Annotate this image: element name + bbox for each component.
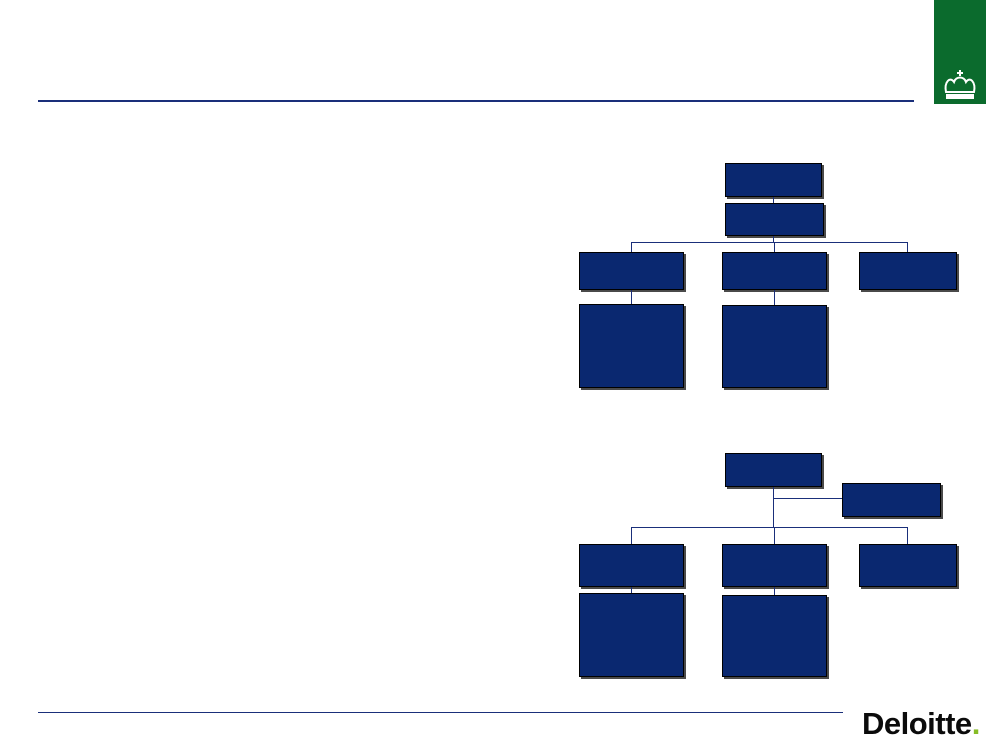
connector [907,242,908,252]
org-box-bottom-middle-detail [722,595,827,677]
org-box-bottom-left [579,544,684,587]
footer-rule [38,712,843,713]
connector [774,587,775,595]
org-box-top-middle [722,252,827,290]
org-box-bottom-side [842,483,941,517]
connector [907,527,908,544]
connector [774,290,775,305]
org-box-top-left [579,252,684,290]
org-box-bottom-middle [722,544,827,587]
connector [631,290,632,304]
org-box-top-middle-detail [722,305,827,388]
org-box-top-left-detail [579,304,684,388]
connector [631,527,632,544]
deloitte-logo: Deloitte. [862,706,980,742]
logo-text: Deloitte [862,706,972,741]
connector [773,487,774,527]
connector [774,527,775,544]
org-box-bottom-left-detail [579,593,684,677]
header-rule [38,100,914,102]
connector [774,242,775,252]
connector [631,242,908,243]
org-box-bottom-right [859,544,957,587]
org-box-top-second [725,203,824,236]
logo-dot: . [971,706,981,741]
connector [631,587,632,593]
org-box-top-right [859,252,957,290]
crest-badge [934,0,986,104]
connector [631,242,632,252]
connector [631,527,908,528]
connector [773,236,774,242]
connector [773,498,842,499]
royal-crown-icon [944,70,976,99]
org-box-bottom-root [725,453,822,487]
connector [773,197,774,203]
org-box-top-root [725,163,822,197]
